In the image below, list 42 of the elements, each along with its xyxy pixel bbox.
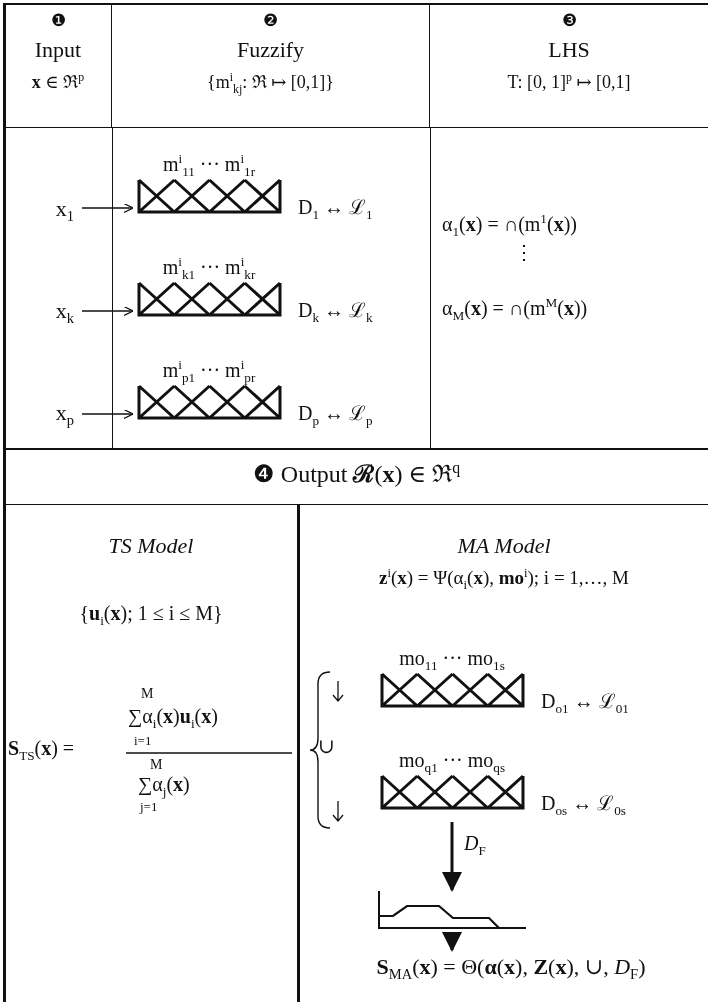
header-cell bbox=[112, 5, 430, 128]
domain-label: D$_{1}$ ↔ ℒ$_{1}$ bbox=[298, 195, 373, 219]
formula-text: ⋮ bbox=[514, 240, 534, 264]
formula-text: ∑α$_{i}$(x)u$_{i}$(x) bbox=[128, 704, 218, 728]
input-variable: x$_{k}$ bbox=[55, 297, 75, 325]
section-band bbox=[5, 448, 708, 505]
output-fuzzy-set-drawing bbox=[377, 890, 527, 932]
output-formula: S$_{MA}$(x) = Θ(α(x), Z(x), ∪, D$_{F}$) bbox=[376, 953, 646, 981]
formula-text: M bbox=[150, 757, 163, 774]
arrow bbox=[81, 408, 134, 420]
cell-text: LHS bbox=[548, 37, 590, 64]
input-variable: x$_{1}$ bbox=[55, 195, 75, 223]
cell-text: T: [0, 1]$^{p}$ ↦ [0,1] bbox=[507, 71, 631, 94]
domain-label: D$_{os}$ ↔ ℒ$_{0s}$ bbox=[541, 791, 626, 815]
input-variable: x$_{p}$ bbox=[55, 399, 75, 427]
cell-text: Input bbox=[34, 37, 82, 64]
cell-text: Fuzzify bbox=[236, 37, 305, 64]
cell-text: {m$^{i}$$_{kj}$: ℜ ↦ [0,1]} bbox=[207, 71, 334, 94]
domain-label: D$_{o1}$ ↔ ℒ$_{01}$ bbox=[541, 689, 629, 713]
cell-text: x ∈ ℜ$^{p}$ bbox=[31, 71, 85, 94]
panel-title: TS Model bbox=[108, 533, 194, 560]
section-heading: ❹ Output ℛ(x) ∈ ℜ$^{q}$ bbox=[252, 460, 461, 489]
arrow bbox=[81, 202, 134, 214]
formula-text: j=1 bbox=[140, 799, 158, 815]
cell-text: {u$_{i}$(x); 1 ≤ i ≤ M} bbox=[79, 601, 223, 626]
formula-text: S$_{TS}$(x) = bbox=[8, 736, 75, 760]
membership-label: mo$_{11}$ ··· mo$_{1s}$ bbox=[399, 646, 505, 670]
formula-text: α$_{M}$(x) = ∩(m$^{M}$(x)) bbox=[442, 296, 588, 320]
cell-text: z$^{i}$(x) = Ψ(α$_{i}$(x), mo$^{i}$); i = 1,…, M bbox=[378, 567, 629, 591]
formula-text: ∪ bbox=[318, 734, 335, 758]
arrow bbox=[442, 932, 462, 952]
header-cell bbox=[5, 5, 112, 128]
panel-title: MA Model bbox=[457, 533, 551, 560]
domain-label: D$_{k}$ ↔ ℒ$_{k}$ bbox=[298, 298, 373, 322]
formula-text: α$_{1}$(x) = ∩(m$^{1}$(x)) bbox=[442, 212, 577, 236]
cell-text: ❷ bbox=[263, 11, 278, 32]
arrow bbox=[81, 305, 134, 317]
cell-text: ❸ bbox=[561, 11, 577, 32]
cell-text: ❶ bbox=[50, 11, 66, 32]
formula-text: i=1 bbox=[134, 733, 152, 749]
arrow bbox=[442, 822, 462, 892]
formula-text: M bbox=[141, 686, 154, 703]
